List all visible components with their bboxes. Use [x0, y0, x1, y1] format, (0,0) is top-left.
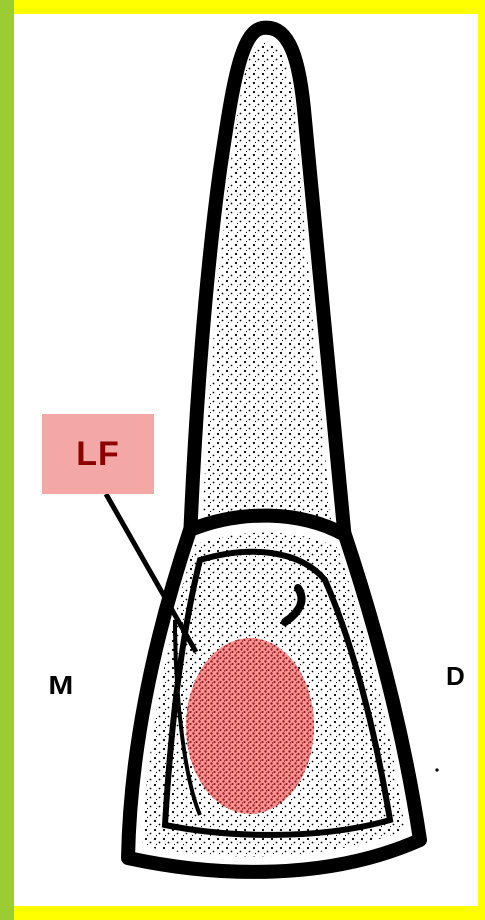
lingual-fossa-label: LF [42, 414, 154, 494]
mesial-label: M [48, 670, 73, 701]
distal-label: D [446, 661, 465, 692]
